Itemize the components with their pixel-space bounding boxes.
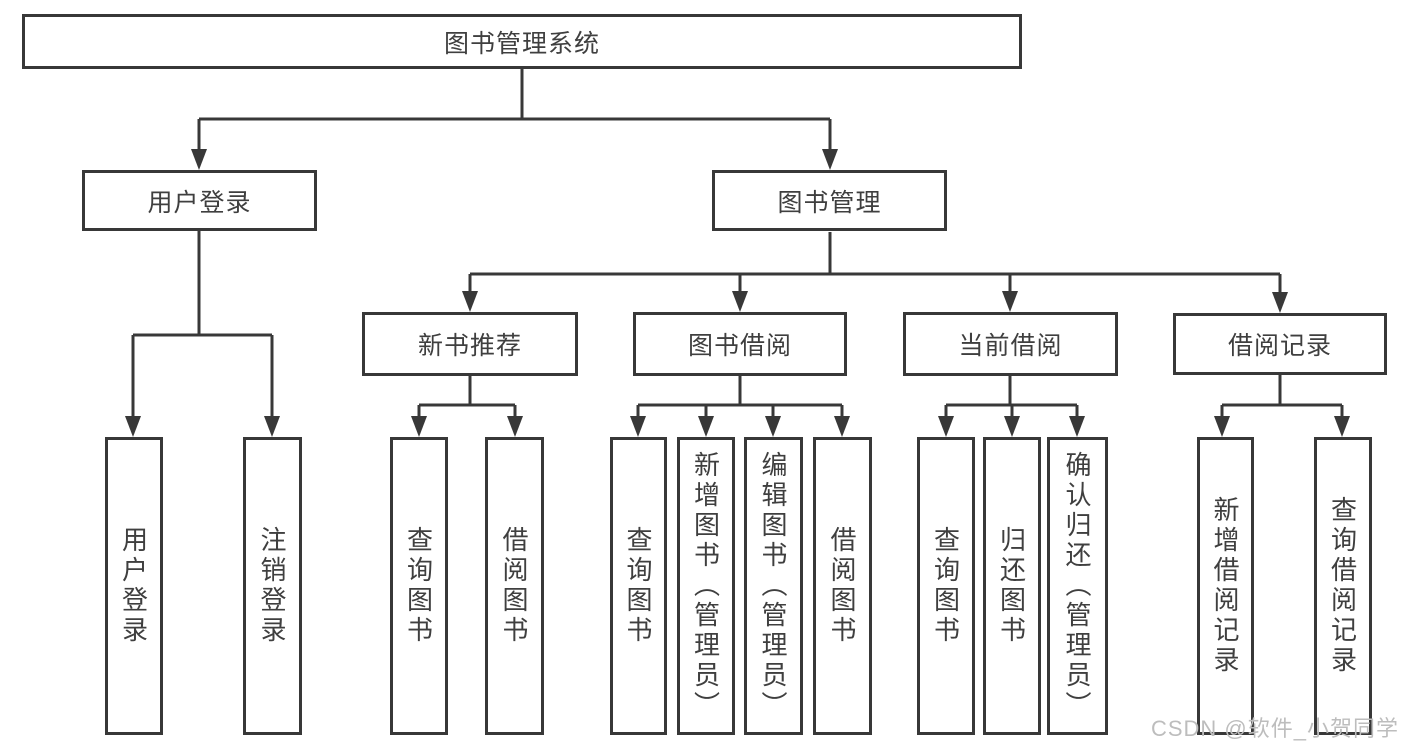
arrowhead: [1002, 291, 1018, 312]
leaf-query-book-current: 查询图书: [917, 437, 975, 735]
leaf-logout-login: 注销登录: [243, 437, 302, 735]
leaf-confirm-return-admin: 确认归还（管理员）: [1047, 437, 1108, 735]
arrowhead: [411, 416, 427, 437]
leaf-query-book-recommend: 查询图书: [390, 437, 448, 735]
node-root: 图书管理系统: [22, 14, 1022, 69]
leaf-return-book: 归还图书: [983, 437, 1041, 735]
node-borrow-records: 借阅记录: [1173, 313, 1387, 375]
arrowhead: [732, 291, 748, 312]
arrowhead: [191, 149, 207, 170]
leaf-add-book-admin: 新增图书（管理员）: [677, 437, 735, 735]
arrowhead: [822, 149, 838, 170]
arrowhead: [1272, 292, 1288, 313]
arrowhead: [630, 416, 646, 437]
leaf-borrow-book-recommend: 借阅图书: [485, 437, 544, 735]
arrowhead: [938, 416, 954, 437]
leaf-query-book-borrow: 查询图书: [610, 437, 667, 735]
node-user-login: 用户登录: [82, 170, 317, 231]
arrowhead: [1069, 416, 1085, 437]
arrowhead: [125, 416, 141, 437]
leaf-edit-book-admin: 编辑图书（管理员）: [744, 437, 803, 735]
arrowhead: [698, 416, 714, 437]
arrowheads: [125, 149, 1350, 437]
connector-path: [131, 69, 1344, 420]
leaf-query-borrow-record: 查询借阅记录: [1314, 437, 1372, 735]
arrowhead: [1004, 416, 1020, 437]
arrowhead: [1214, 416, 1230, 437]
arrowhead: [507, 416, 523, 437]
arrowhead: [462, 291, 478, 312]
arrowhead: [834, 416, 850, 437]
leaf-add-borrow-record: 新增借阅记录: [1197, 437, 1254, 735]
leaf-user-login: 用户登录: [105, 437, 163, 735]
watermark: CSDN @软件_小贺同学: [1150, 716, 1399, 741]
arrowhead: [765, 416, 781, 437]
node-new-book-recommend: 新书推荐: [362, 312, 578, 376]
node-book-management: 图书管理: [712, 170, 947, 231]
leaf-borrow-book: 借阅图书: [813, 437, 872, 735]
node-current-borrow: 当前借阅: [903, 312, 1118, 376]
arrowhead: [1334, 416, 1350, 437]
node-book-borrow: 图书借阅: [633, 312, 847, 376]
arrowhead: [264, 416, 280, 437]
